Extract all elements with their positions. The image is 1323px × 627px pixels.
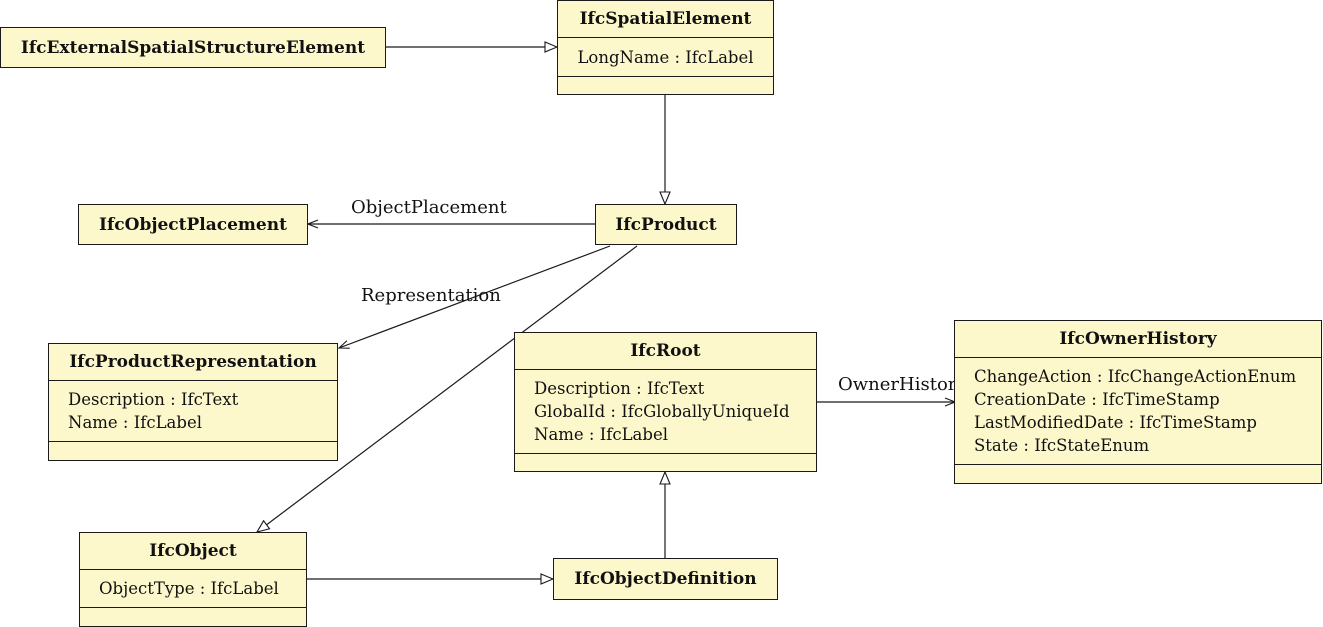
- attribute-list: Description : IfcText Name : IfcLabel: [49, 381, 337, 442]
- class-name: IfcObjectPlacement: [99, 214, 287, 235]
- attribute: ChangeAction : IfcChangeActionEnum: [974, 367, 1297, 386]
- class-ifc-object-placement[interactable]: IfcObjectPlacement: [78, 204, 308, 245]
- attribute: GlobalId : IfcGloballyUniqueId: [534, 402, 790, 421]
- attribute: CreationDate : IfcTimeStamp: [974, 390, 1220, 409]
- attribute-list: ChangeAction : IfcChangeActionEnum Creat…: [955, 358, 1321, 465]
- label-object-placement: ObjectPlacement: [351, 197, 507, 218]
- class-name: IfcObject: [149, 541, 237, 561]
- class-name: IfcExternalSpatialStructureElement: [20, 37, 366, 58]
- attribute: ObjectType : IfcLabel: [99, 579, 279, 598]
- attribute-list: LongName : IfcLabel: [558, 38, 773, 77]
- class-name: IfcObjectDefinition: [574, 569, 757, 589]
- attribute: Name : IfcLabel: [68, 413, 202, 432]
- label-representation: Representation: [361, 285, 501, 306]
- class-ifc-external-spatial-structure-element[interactable]: IfcExternalSpatialStructureElement: [0, 27, 386, 68]
- class-name: IfcProduct: [615, 214, 717, 235]
- attribute: Name : IfcLabel: [534, 425, 668, 444]
- label-owner-history: OwnerHistory: [838, 374, 967, 395]
- class-ifc-root[interactable]: IfcRoot Description : IfcText GlobalId :…: [514, 332, 817, 472]
- attribute: Description : IfcText: [534, 379, 705, 398]
- class-ifc-product[interactable]: IfcProduct: [595, 204, 737, 245]
- attribute: State : IfcStateEnum: [974, 436, 1150, 455]
- attribute: LastModifiedDate : IfcTimeStamp: [974, 413, 1257, 432]
- generalization-product-to-object: [257, 245, 638, 532]
- attribute: LongName : IfcLabel: [577, 47, 754, 67]
- attribute: Description : IfcText: [68, 390, 239, 409]
- class-ifc-owner-history[interactable]: IfcOwnerHistory ChangeAction : IfcChange…: [954, 320, 1322, 484]
- class-ifc-product-representation[interactable]: IfcProductRepresentation Description : I…: [48, 343, 338, 461]
- class-name: IfcRoot: [630, 341, 701, 361]
- class-name: IfcOwnerHistory: [1059, 329, 1217, 349]
- class-ifc-object-definition[interactable]: IfcObjectDefinition: [553, 558, 778, 600]
- class-name: IfcSpatialElement: [579, 9, 752, 29]
- class-name: IfcProductRepresentation: [69, 352, 317, 372]
- class-ifc-object[interactable]: IfcObject ObjectType : IfcLabel: [79, 532, 307, 627]
- attribute-list: ObjectType : IfcLabel: [80, 570, 306, 608]
- class-ifc-spatial-element[interactable]: IfcSpatialElement LongName : IfcLabel: [557, 0, 774, 95]
- association-representation: [339, 245, 611, 348]
- attribute-list: Description : IfcText GlobalId : IfcGlob…: [515, 370, 816, 454]
